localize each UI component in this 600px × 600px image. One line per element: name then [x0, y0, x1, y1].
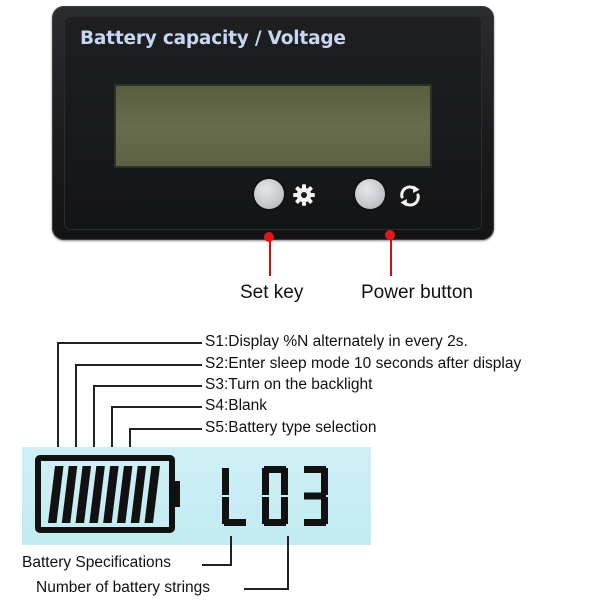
readout-segment: [224, 519, 246, 526]
battery-specifications-label: Battery Specifications: [22, 554, 172, 571]
lcd-readout: [222, 466, 328, 526]
battery-segment: [130, 466, 147, 523]
readout-digit: [262, 466, 288, 526]
setting-s5-label: S5:Battery type selection: [205, 419, 377, 436]
s1-leader-horizontal: [57, 342, 202, 344]
device-lcd-screen: [114, 84, 432, 168]
lcd-graphic: [35, 455, 328, 533]
s4-leader-horizontal: [111, 406, 202, 408]
power-button[interactable]: [355, 179, 385, 209]
s5-leader-vertical: [129, 428, 131, 447]
battery-segment: [89, 466, 105, 523]
battery-segment: [116, 466, 133, 523]
setting-s1-label: S1:Display %N alternately in every 2s.: [205, 333, 468, 350]
readout-segment: [222, 468, 229, 495]
readout-digit: [304, 466, 328, 526]
gear-icon: [293, 184, 315, 206]
readout-segment: [321, 468, 328, 495]
power-button-label: Power button: [361, 282, 473, 303]
set-key-callout-line: [269, 238, 271, 276]
s4-leader-vertical: [111, 406, 113, 447]
readout-segment: [222, 497, 229, 524]
set-key-label: Set key: [240, 282, 304, 303]
readout-segment: [304, 466, 326, 473]
readout-segment: [304, 519, 326, 526]
setting-s2-label: S2:Enter sleep mode 10 seconds after dis…: [205, 355, 522, 372]
battery-segment: [48, 466, 64, 523]
spec-leader-horizontal: [202, 564, 232, 566]
readout-digit: [222, 468, 246, 526]
readout-segment: [264, 519, 286, 526]
power-button-callout-line: [390, 236, 392, 276]
battery-monitor-device: Battery capacity / Voltage: [52, 6, 494, 240]
setting-s3-label: S3:Turn on the backlight: [205, 376, 373, 393]
battery-strings-label: Number of battery strings: [36, 579, 211, 596]
backlit-lcd-panel: [22, 447, 371, 545]
readout-segment: [321, 497, 328, 524]
battery-segment: [144, 466, 160, 523]
battery-icon: [35, 455, 180, 533]
readout-segment: [264, 466, 286, 473]
strings-leader-vertical: [287, 536, 289, 590]
readout-segment: [281, 468, 288, 495]
battery-segment: [75, 466, 92, 523]
readout-segment: [262, 468, 269, 495]
s3-leader-horizontal: [93, 385, 202, 387]
setting-s4-label: S4:Blank: [205, 397, 268, 414]
set-key-callout-dot: [264, 232, 274, 242]
s3-leader-vertical: [93, 385, 95, 447]
strings-leader-horizontal: [244, 588, 289, 590]
s2-leader-vertical: [75, 364, 77, 447]
battery-segment: [61, 466, 78, 523]
s1-leader-vertical: [57, 342, 59, 447]
spec-leader-vertical: [230, 536, 232, 566]
readout-segment: [304, 492, 326, 500]
power-button-callout-dot: [385, 230, 395, 240]
battery-segment: [103, 466, 119, 523]
set-key-button[interactable]: [254, 179, 284, 209]
refresh-icon: [400, 185, 420, 207]
readout-segment: [262, 497, 269, 524]
device-title: Battery capacity / Voltage: [80, 28, 346, 49]
readout-segment: [281, 497, 288, 524]
s2-leader-horizontal: [75, 364, 202, 366]
s5-leader-horizontal: [129, 428, 202, 430]
